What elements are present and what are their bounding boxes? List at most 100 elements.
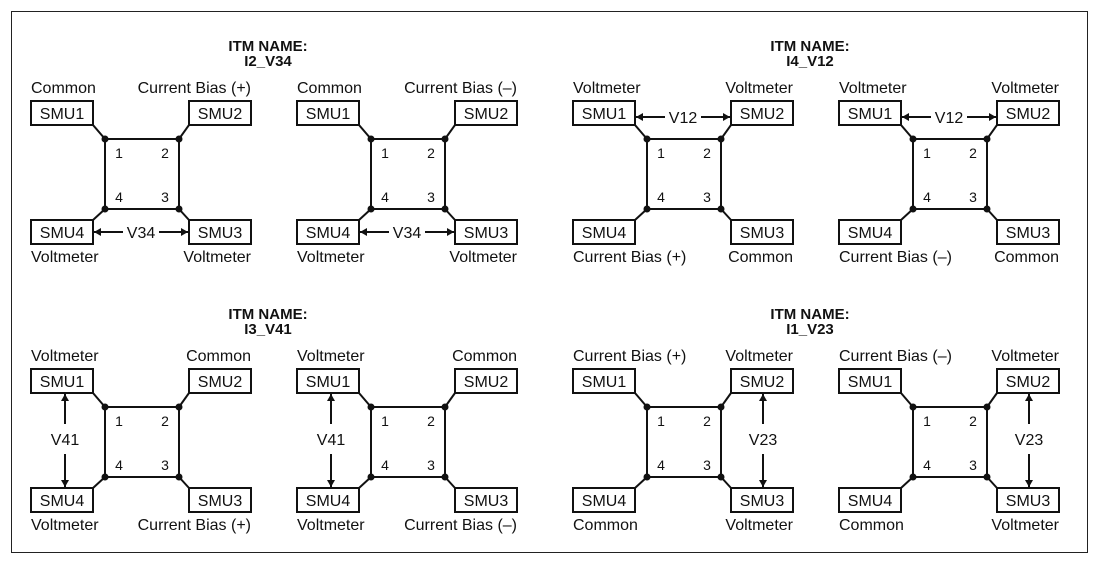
node-dot	[717, 473, 725, 481]
role-label-smu1: Common	[297, 80, 362, 97]
role-label-smu3: Common	[994, 249, 1059, 266]
arrowhead	[327, 394, 335, 401]
arrowhead	[61, 394, 69, 401]
smu-box	[838, 487, 902, 513]
arrowhead	[61, 480, 69, 487]
smu-box	[730, 100, 794, 126]
device-square	[646, 406, 722, 478]
smu-label: SMU4	[582, 493, 627, 510]
role-label-smu1: Voltmeter	[573, 80, 641, 97]
smu-box	[296, 487, 360, 513]
role-label-smu1: Voltmeter	[839, 80, 907, 97]
node-dot	[367, 403, 375, 411]
smu-box	[838, 368, 902, 394]
node-number: 4	[115, 189, 123, 205]
node-dot	[717, 403, 725, 411]
node-dot	[101, 473, 109, 481]
smu-box	[730, 368, 794, 394]
node-number: 2	[427, 413, 435, 429]
itm-name-value: I3_V41	[244, 321, 292, 338]
smu-label: SMU4	[306, 493, 351, 510]
itm-name-value: I2_V34	[244, 53, 292, 70]
smu-box	[30, 487, 94, 513]
node-dot	[909, 403, 917, 411]
node-number: 3	[161, 189, 169, 205]
node-dot	[367, 135, 375, 143]
smu-box	[188, 100, 252, 126]
node-dot	[441, 135, 449, 143]
role-label-smu4: Voltmeter	[31, 517, 99, 534]
node-number: 1	[657, 413, 665, 429]
arrowhead	[1025, 394, 1033, 401]
node-dot	[643, 135, 651, 143]
node-number: 1	[923, 413, 931, 429]
node-dot	[175, 205, 183, 213]
device-square	[104, 138, 180, 210]
node-number: 3	[969, 457, 977, 473]
node-number: 2	[427, 145, 435, 161]
voltage-measurement: V23	[749, 394, 777, 487]
voltage-measurement: V34	[94, 225, 188, 242]
smu-label: SMU1	[40, 374, 85, 391]
arrowhead	[723, 113, 730, 121]
node-number: 2	[703, 413, 711, 429]
role-label-smu1: Voltmeter	[31, 348, 99, 365]
node-number: 1	[115, 145, 123, 161]
smu-label: SMU2	[740, 374, 785, 391]
smu-label: SMU1	[306, 106, 351, 123]
voltage-measurement: V41	[51, 394, 80, 487]
node-number: 2	[161, 145, 169, 161]
role-label-smu2: Voltmeter	[991, 348, 1059, 365]
voltage-label: V41	[317, 432, 346, 449]
arrowhead	[902, 113, 909, 121]
device-square	[646, 138, 722, 210]
node-dot	[717, 205, 725, 213]
role-label-smu4: Current Bias (+)	[573, 249, 686, 266]
role-label-smu1: Common	[31, 80, 96, 97]
node-dot	[101, 205, 109, 213]
role-label-smu4: Voltmeter	[297, 517, 365, 534]
node-number: 4	[115, 457, 123, 473]
smu-label: SMU3	[1006, 493, 1051, 510]
role-label-smu3: Voltmeter	[449, 249, 517, 266]
role-label-smu1: Current Bias (+)	[573, 348, 686, 365]
role-label-smu1: Voltmeter	[297, 348, 365, 365]
voltage-label: V34	[393, 225, 422, 242]
role-label-smu3: Voltmeter	[991, 517, 1059, 534]
arrowhead	[989, 113, 996, 121]
arrowhead	[360, 228, 367, 236]
role-label-smu4: Current Bias (–)	[839, 249, 952, 266]
node-number: 2	[161, 413, 169, 429]
smu-label: SMU2	[740, 106, 785, 123]
node-dot	[643, 473, 651, 481]
role-label-smu4: Common	[573, 517, 638, 534]
itm-name-heading: ITM NAME:	[228, 306, 307, 323]
node-dot	[175, 403, 183, 411]
role-label-smu2: Voltmeter	[725, 80, 793, 97]
voltage-label: V12	[669, 110, 698, 127]
node-number: 3	[703, 457, 711, 473]
smu-label: SMU1	[40, 106, 85, 123]
node-dot	[101, 135, 109, 143]
node-number: 4	[381, 189, 389, 205]
node-number: 3	[969, 189, 977, 205]
smu-label: SMU1	[582, 374, 627, 391]
smu-box	[730, 219, 794, 245]
smu-box	[572, 100, 636, 126]
device-square	[912, 406, 988, 478]
node-dot	[643, 205, 651, 213]
node-number: 3	[427, 189, 435, 205]
smu-label: SMU2	[464, 106, 509, 123]
smu-box	[454, 487, 518, 513]
smu-label: SMU2	[198, 106, 243, 123]
smu-label: SMU4	[582, 225, 627, 242]
role-label-smu4: Voltmeter	[31, 249, 99, 266]
role-label-smu3: Current Bias (–)	[404, 517, 517, 534]
role-label-smu4: Common	[839, 517, 904, 534]
role-label-smu3: Voltmeter	[725, 517, 793, 534]
voltage-label: V41	[51, 432, 80, 449]
